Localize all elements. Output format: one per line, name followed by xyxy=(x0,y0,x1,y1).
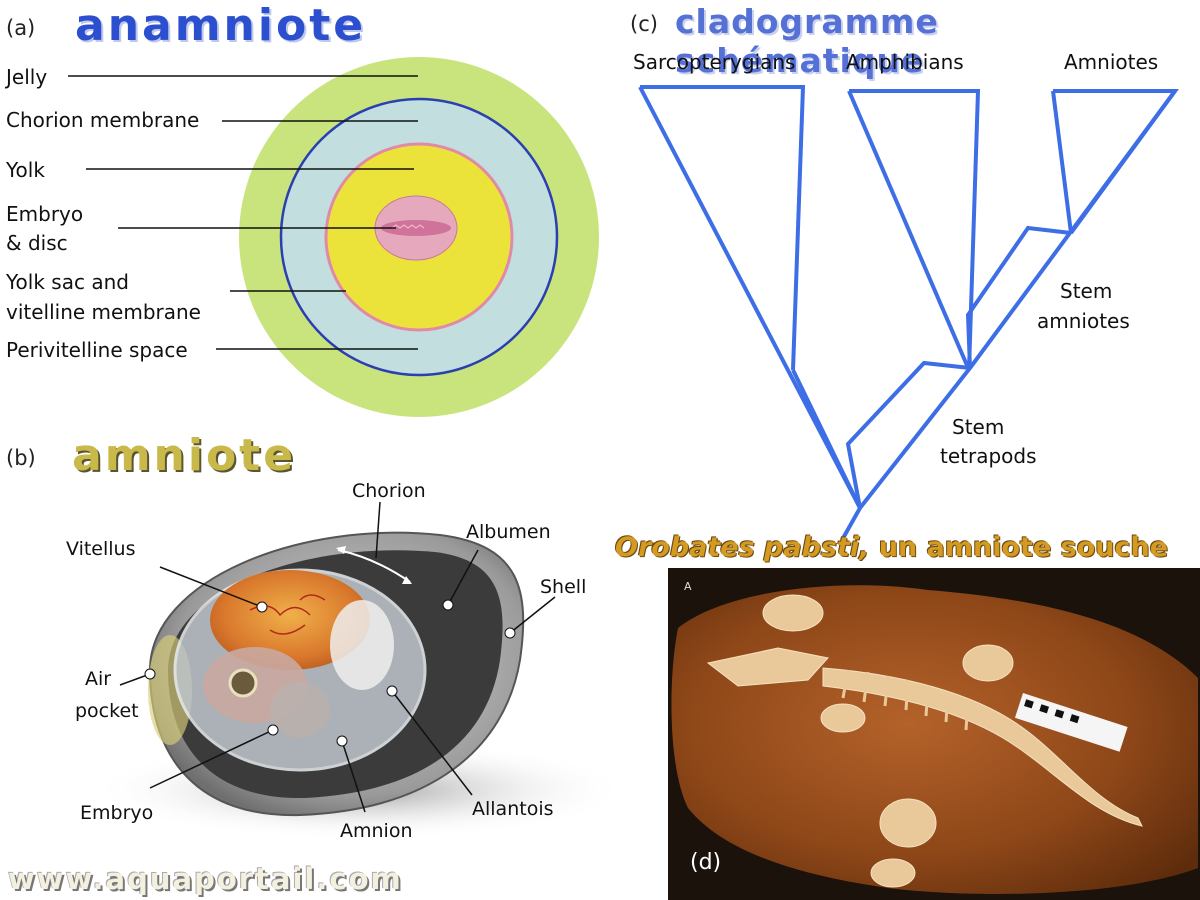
panel-d-letter: (d) xyxy=(690,850,722,875)
label-amphibians: Amphibians xyxy=(846,50,964,74)
orobates-fossil-photo: A (d) xyxy=(668,568,1200,900)
label-air: Air xyxy=(85,668,112,690)
label-embryo-disc: & disc xyxy=(6,231,68,255)
label-vitelline-membrane: vitelline membrane xyxy=(6,300,201,324)
stem-amniotes-branch xyxy=(965,225,1072,369)
anamniote-egg-diagram xyxy=(68,57,599,417)
anamniote-title: anamniote xyxy=(75,0,367,51)
label-chorion: Chorion xyxy=(352,480,426,502)
label-stem-amniotes-2: amniotes xyxy=(1037,309,1130,333)
skeleton xyxy=(706,594,1143,888)
orobates-title: Orobates pabsti, un amniote souche xyxy=(615,532,1168,563)
label-chorion-membrane: Chorion membrane xyxy=(6,108,200,132)
orobates-species: Orobates pabsti, xyxy=(615,532,870,563)
orobates-title-rest: un amniote souche xyxy=(869,532,1169,563)
label-allantois: Allantois xyxy=(472,798,554,820)
label-stem-tetrapods-2: tetrapods xyxy=(940,444,1037,468)
amphibians-wedge xyxy=(849,89,981,371)
sarcopterygians-wedge xyxy=(640,85,806,371)
panel-a-letter: (a) xyxy=(6,16,36,40)
label-amniotes: Amniotes xyxy=(1064,50,1159,74)
label-stem-amniotes-1: Stem xyxy=(1060,279,1113,303)
label-yolk-sac: Yolk sac and xyxy=(6,270,129,294)
amniotes-wedge xyxy=(1053,89,1179,235)
label-sarcopterygians: Sarcopterygians xyxy=(633,50,796,74)
allantois xyxy=(330,600,394,690)
stem-tetrapods-branch xyxy=(845,360,971,509)
label-jelly: Jelly xyxy=(6,65,48,89)
scale-bar xyxy=(1014,693,1128,752)
fossil-illustration xyxy=(668,568,1200,900)
label-embryo: Embryo xyxy=(6,202,84,226)
photo-corner-mark: A xyxy=(684,580,692,593)
amniote-title: amniote xyxy=(72,430,297,481)
label-albumen: Albumen xyxy=(466,521,551,543)
label-yolk: Yolk xyxy=(6,158,45,182)
watermark: www.aquaportail.com xyxy=(8,862,403,896)
amniote-egg-diagram xyxy=(90,501,630,840)
label-pocket: pocket xyxy=(75,700,139,722)
cladogram xyxy=(638,85,1179,541)
label-perivitelline: Perivitelline space xyxy=(6,338,188,362)
label-stem-tetrapods-1: Stem xyxy=(952,415,1005,439)
panel-c-letter: (c) xyxy=(630,12,658,36)
label-vitellus: Vitellus xyxy=(66,538,136,560)
label-shell: Shell xyxy=(540,576,587,598)
panel-b-letter: (b) xyxy=(6,446,36,470)
label-amnion: Amnion xyxy=(340,820,413,842)
label-embryo-amniote: Embryo xyxy=(80,802,154,824)
cladogram-title: cladogramme schématique xyxy=(675,2,939,80)
